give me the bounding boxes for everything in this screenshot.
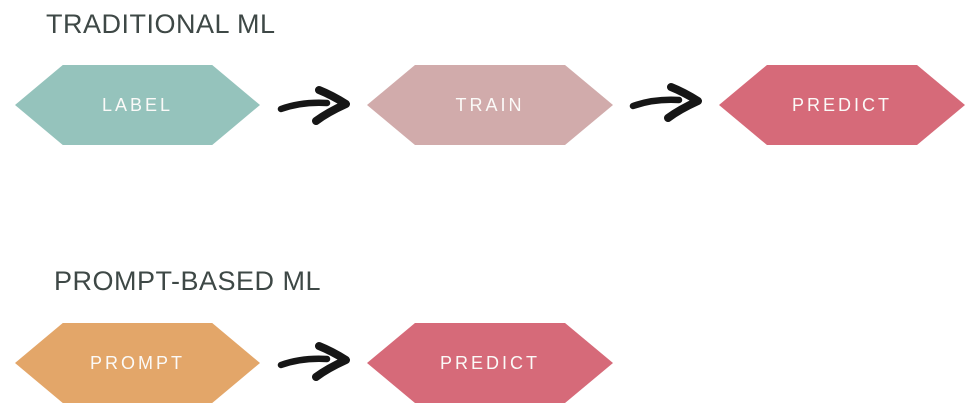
section-title-prompt-based-ml: PROMPT-BASED ML: [54, 266, 322, 296]
section-title-traditional-ml: TRADITIONAL ML: [46, 9, 276, 39]
step-hexagon-label: LABEL: [15, 65, 260, 145]
step-hexagon-predict: PREDICT: [367, 323, 613, 403]
step-hexagon-prompt: PROMPT: [15, 323, 260, 403]
step-label-text: PROMPT: [89, 352, 185, 373]
step-hexagon-train: TRAIN: [367, 65, 613, 145]
step-label-text: TRAIN: [455, 94, 525, 115]
step-hexagon-predict: PREDICT: [719, 65, 965, 145]
step-label-text: PREDICT: [439, 352, 540, 373]
step-label-text: PREDICT: [791, 94, 892, 115]
step-label-text: LABEL: [101, 94, 174, 115]
arrow-right-icon: [277, 85, 353, 125]
arrow-right-icon: [277, 341, 353, 381]
arrow-right-icon: [629, 82, 705, 122]
